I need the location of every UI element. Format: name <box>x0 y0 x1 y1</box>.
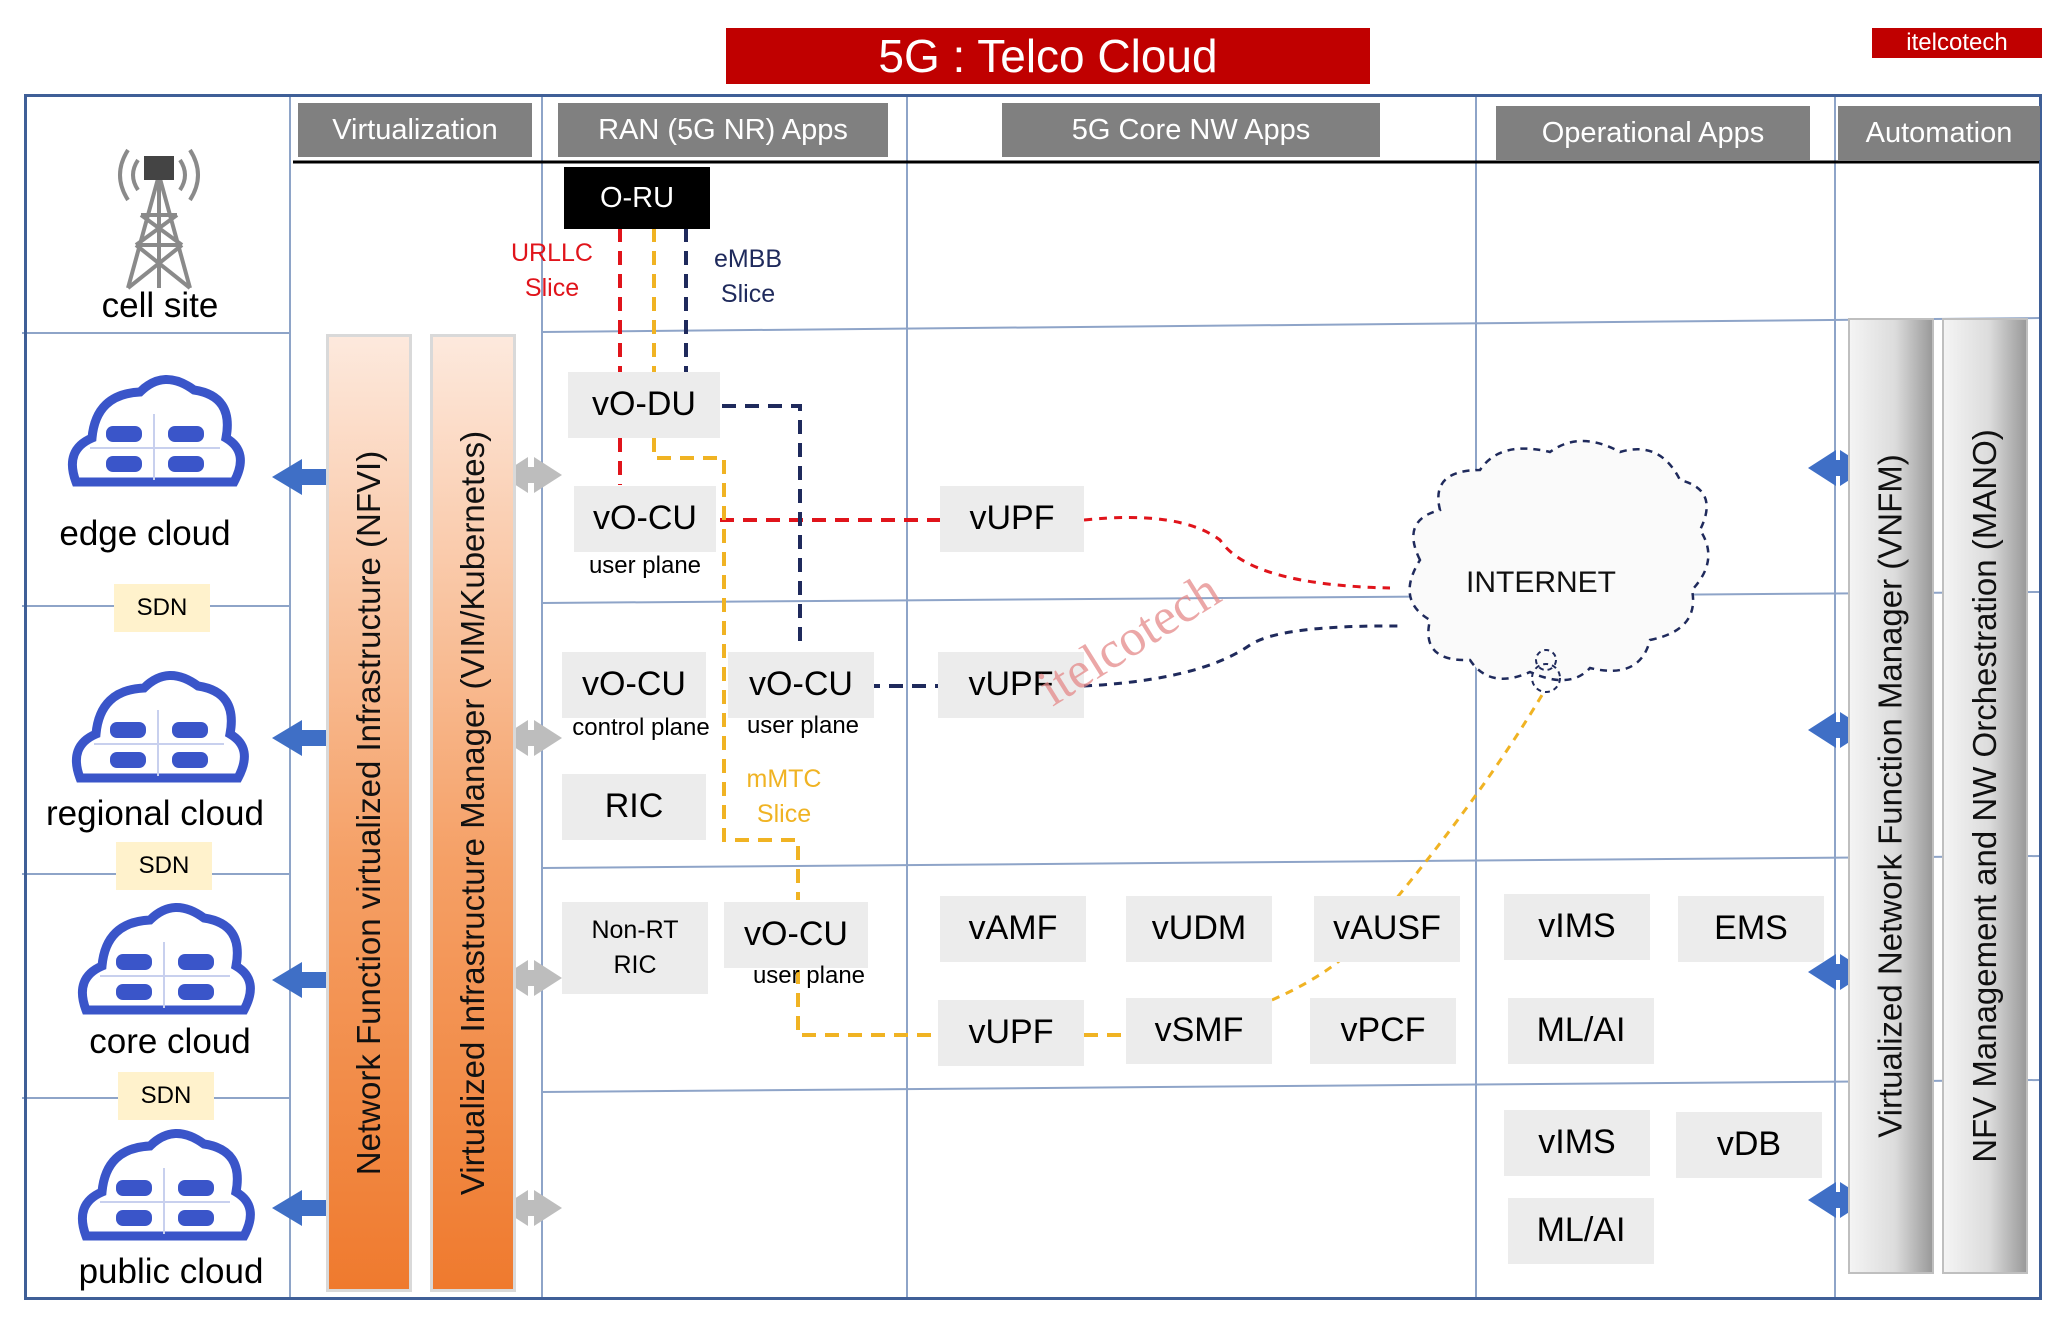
vocu-edge-sub: user plane <box>588 552 702 579</box>
internet-cloud-icon <box>1408 439 1710 682</box>
header-automation: Automation <box>1838 106 2040 160</box>
internet-port-icon <box>1531 649 1561 693</box>
vocu-cp-sub: control plane <box>572 714 710 741</box>
sdn-tag-regional: SDN <box>116 842 212 890</box>
vocu-core-sub: user plane <box>752 962 866 989</box>
vupf-edge-node: vUPF <box>940 486 1084 552</box>
regional-cloud-icon <box>72 671 249 783</box>
sdn-tag-edge: SDN <box>114 584 210 632</box>
mano-label: NFV Management and NW Orchestration (MAN… <box>1966 429 2003 1163</box>
main-frame <box>24 94 2042 1300</box>
edge-cloud-icon <box>68 375 245 487</box>
vudm-node: vUDM <box>1126 896 1272 962</box>
ems-node: EMS <box>1678 896 1824 962</box>
nonrt-ric-line1: Non-RT <box>591 916 679 944</box>
vocu-edge-name: vO-CU <box>593 499 697 538</box>
vnfm-bar: Virtualized Network Function Manager (VN… <box>1848 318 1934 1274</box>
vocu-cp-name: vO-CU <box>582 665 686 704</box>
site-label-core: core cloud <box>89 1022 251 1061</box>
vdb-node: vDB <box>1676 1112 1822 1178</box>
nfvi-bar: Network Function virtualized Infrastruct… <box>326 334 412 1292</box>
urllc-line2: Slice <box>524 274 580 302</box>
vupf-core-node: vUPF <box>938 1000 1084 1066</box>
ric-node: RIC <box>562 774 706 840</box>
site-label-edge: edge cloud <box>59 514 231 553</box>
vims-core-node: vIMS <box>1504 894 1650 960</box>
vnfm-label: Virtualized Network Function Manager (VN… <box>1872 454 1909 1138</box>
vocu-regional-name: vO-CU <box>749 665 853 704</box>
header-core-apps: 5G Core NW Apps <box>1002 103 1380 157</box>
mmtc-line2: Slice <box>756 800 812 828</box>
header-operational-apps: Operational Apps <box>1496 106 1810 160</box>
vocu-core-node: vO-CU <box>724 902 868 968</box>
vupf-regional-node: vUPF <box>938 652 1084 718</box>
mmtc-line1: mMTC <box>746 765 822 793</box>
urllc-path <box>618 228 1391 590</box>
cell-tower-icon <box>118 148 200 290</box>
vocu-regional-sub: user plane <box>746 712 860 739</box>
mano-bar: NFV Management and NW Orchestration (MAN… <box>1942 318 2028 1274</box>
core-cloud-icon <box>78 903 255 1015</box>
vodu-node: vO-DU <box>568 372 720 438</box>
vocu-regional-node: vO-CU <box>728 652 874 718</box>
vsmf-node: vSMF <box>1126 998 1272 1064</box>
embb-line2: Slice <box>720 280 776 308</box>
urllc-line1: URLLC <box>511 239 593 267</box>
internet-label: INTERNET <box>1466 566 1616 599</box>
vocu-edge-node: vO-CU <box>574 486 716 552</box>
site-label-cell: cell site <box>101 286 219 325</box>
embb-slice-label: eMBB Slice <box>706 242 790 312</box>
vocu-cp-node: vO-CU <box>562 652 706 718</box>
vocu-core-name: vO-CU <box>744 915 848 954</box>
mmtc-path <box>652 228 1547 1037</box>
mlai-core-node: ML/AI <box>1508 998 1654 1064</box>
grid-lines <box>22 96 2041 1297</box>
diagram-title: 5G : Telco Cloud <box>726 28 1370 84</box>
public-cloud-icon <box>78 1129 255 1241</box>
site-label-regional: regional cloud <box>46 794 264 833</box>
vims-public-node: vIMS <box>1504 1110 1650 1176</box>
nfvi-label: Network Function virtualized Infrastruct… <box>350 450 388 1176</box>
urllc-slice-label: URLLC Slice <box>510 236 594 306</box>
header-virtualization: Virtualization <box>298 103 532 157</box>
sdn-tag-core: SDN <box>118 1072 214 1120</box>
nonrt-ric-line2: RIC <box>613 951 657 979</box>
vim-label: Virtualized Infrastructure Manager (VIM/… <box>454 430 491 1196</box>
header-ran-apps: RAN (5G NR) Apps <box>558 103 888 157</box>
brand-badge: itelcotech <box>1872 28 2042 58</box>
mlai-public-node: ML/AI <box>1508 1198 1654 1264</box>
vim-bar: Virtualized Infrastructure Manager (VIM/… <box>430 334 516 1292</box>
vamf-node: vAMF <box>940 896 1086 962</box>
vpcf-node: vPCF <box>1310 998 1456 1064</box>
nonrt-ric-node: Non-RT RIC <box>562 902 708 994</box>
embb-line1: eMBB <box>713 245 783 273</box>
embb-path <box>684 228 1401 688</box>
site-label-public: public cloud <box>78 1252 264 1291</box>
mmtc-slice-label: mMTC Slice <box>742 762 826 832</box>
vausf-node: vAUSF <box>1314 896 1460 962</box>
oru-node: O-RU <box>564 167 710 229</box>
